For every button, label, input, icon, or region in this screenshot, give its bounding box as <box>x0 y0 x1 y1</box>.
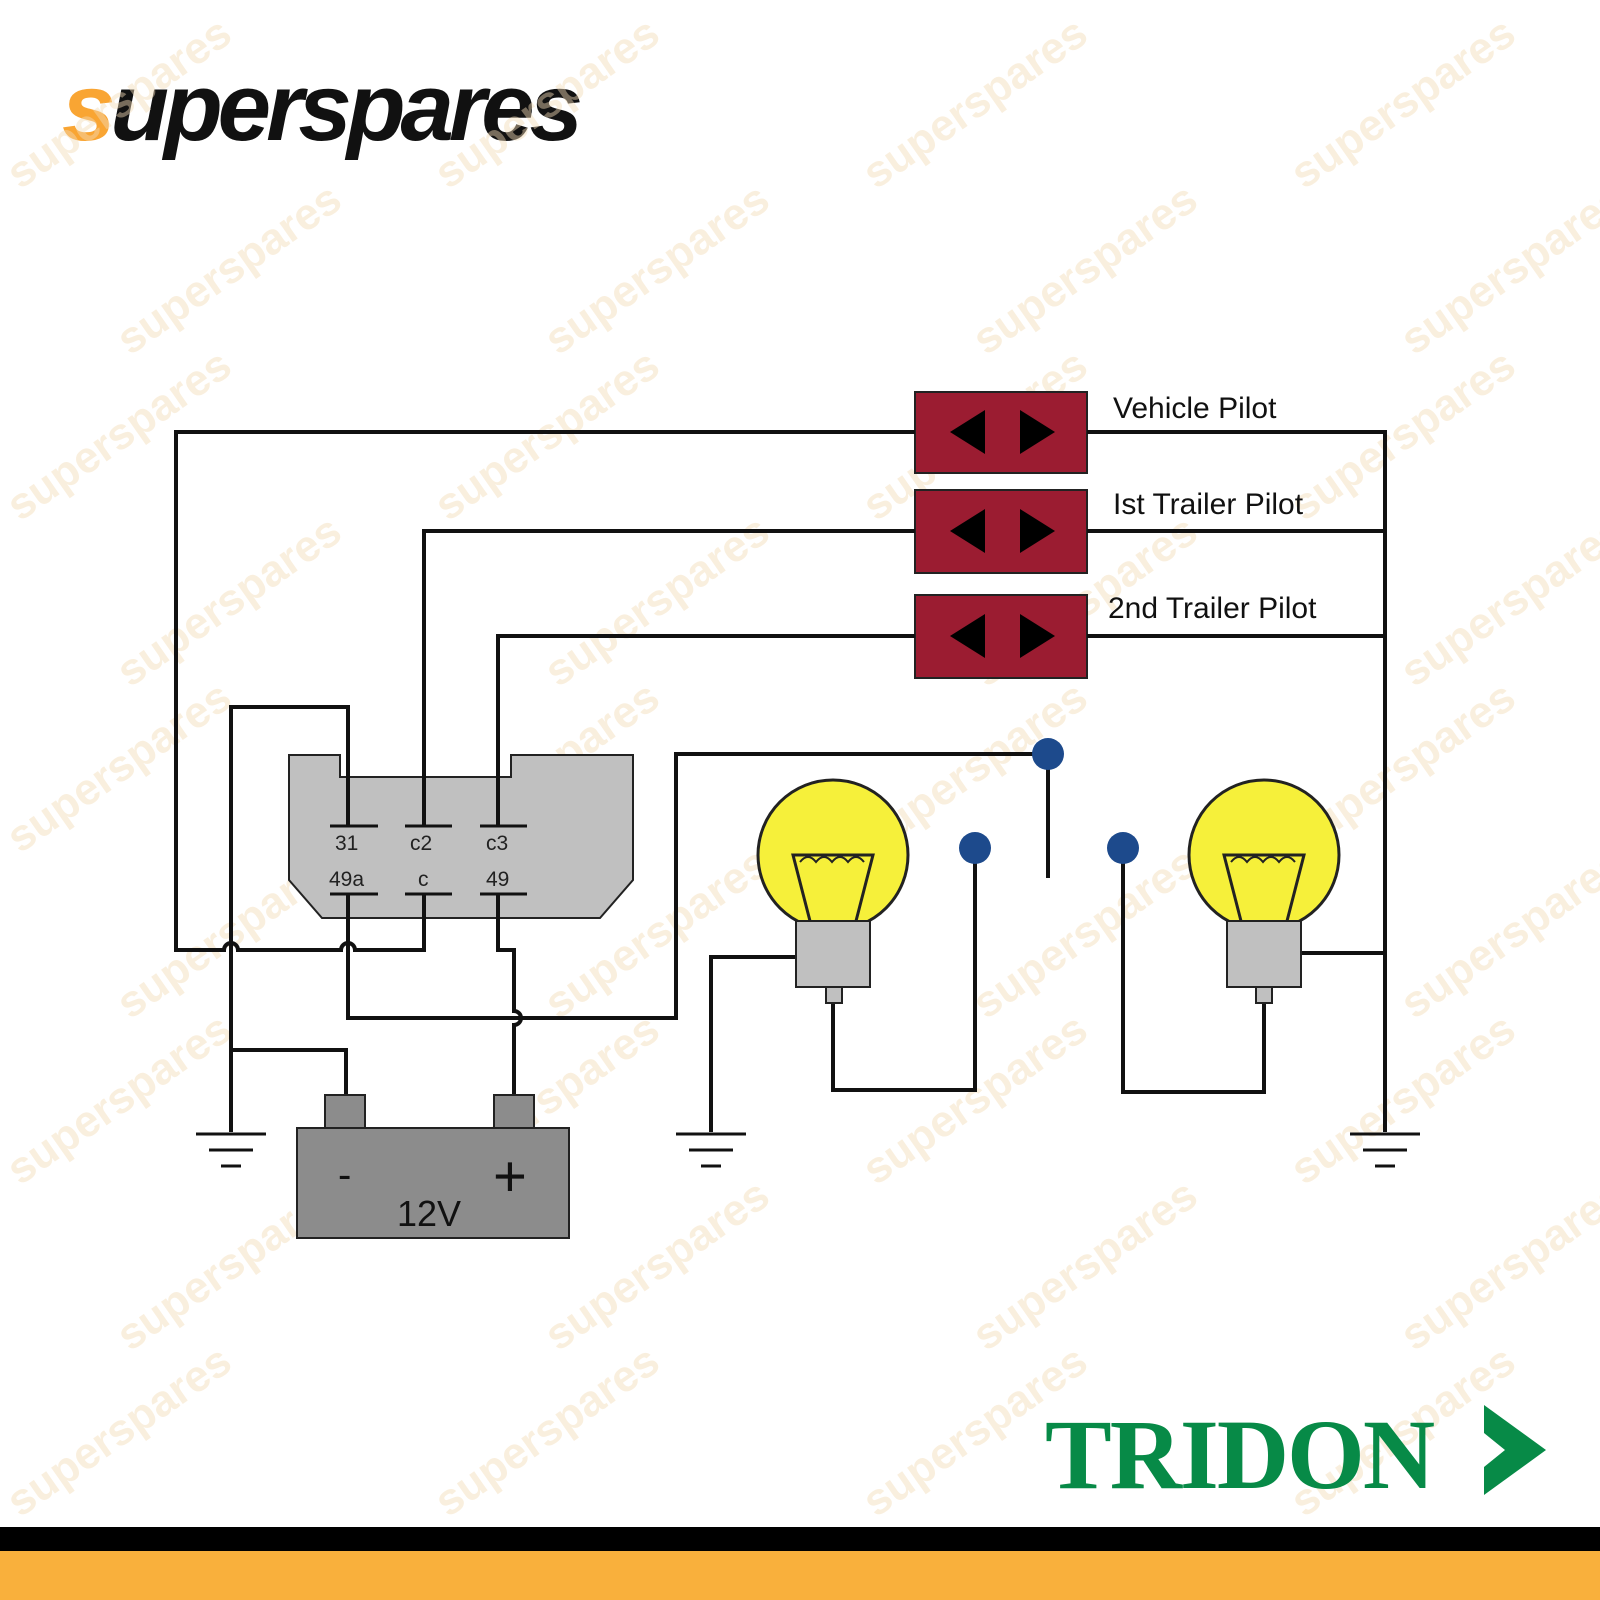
contact-left <box>959 832 991 864</box>
watermark-text: superspares <box>1392 1170 1600 1360</box>
watermark-text: superspares <box>536 174 778 364</box>
pilot-1st-trailer <box>914 489 1088 574</box>
ground-symbols <box>196 1132 1420 1168</box>
pin-c: c <box>418 868 429 891</box>
watermark-text: superspares <box>0 8 240 198</box>
watermark-text: superspares <box>108 506 350 696</box>
watermark-text: superspares <box>1282 1004 1524 1194</box>
watermark-text: superspares <box>964 1170 1206 1360</box>
watermark-text: superspares <box>1392 174 1600 364</box>
tridon-logo: TRIDON <box>1045 1399 1435 1510</box>
label-1st-trailer-pilot: Ist Trailer Pilot <box>1113 488 1304 521</box>
bulb-left-icon <box>756 778 910 1004</box>
watermark-text: superspares <box>964 174 1206 364</box>
pin-49a: 49a <box>329 868 364 891</box>
pilot-2nd-trailer <box>914 594 1088 679</box>
watermark-text: superspares <box>426 340 668 530</box>
watermark-text: superspares <box>0 672 240 862</box>
watermark-text: superspares <box>1392 506 1600 696</box>
watermark-text: superspares <box>536 1170 778 1360</box>
watermark-text: superspares <box>0 1336 240 1526</box>
battery-minus: - <box>338 1153 351 1197</box>
pin-c2: c2 <box>410 832 432 855</box>
battery: - + 12V <box>296 1094 570 1239</box>
pin-c3: c3 <box>486 832 508 855</box>
watermark-text: superspares <box>426 8 668 198</box>
footer-bar-black <box>0 1527 1600 1551</box>
pin-49: 49 <box>486 868 509 891</box>
label-2nd-trailer-pilot: 2nd Trailer Pilot <box>1108 592 1317 625</box>
watermark-text: superspares <box>1392 838 1600 1028</box>
footer-bar-orange <box>0 1551 1600 1600</box>
watermark-text: superspares <box>1282 8 1524 198</box>
watermark-text: superspares <box>0 340 240 530</box>
watermark-text: superspares <box>536 506 778 696</box>
watermark-text: superspares <box>0 1004 240 1194</box>
superspares-logo: superspares <box>62 54 583 161</box>
switch-pivot <box>1032 738 1064 770</box>
flasher-relay <box>288 754 634 919</box>
battery-plus: + <box>493 1144 527 1209</box>
watermark-text: superspares <box>426 1336 668 1526</box>
pin-31: 31 <box>335 832 358 855</box>
contact-right <box>1107 832 1139 864</box>
label-vehicle-pilot: Vehicle Pilot <box>1113 392 1277 425</box>
battery-voltage: 12V <box>397 1193 461 1234</box>
wires <box>174 430 1387 1132</box>
watermark-text: superspares <box>964 838 1206 1028</box>
watermark-text: superspares <box>854 8 1096 198</box>
bulb-right-icon <box>1187 778 1341 1004</box>
watermark-text: superspares <box>1282 340 1524 530</box>
pilot-vehicle <box>914 391 1088 474</box>
watermark-text: superspares <box>108 174 350 364</box>
tridon-triangle-icon <box>1484 1405 1546 1495</box>
